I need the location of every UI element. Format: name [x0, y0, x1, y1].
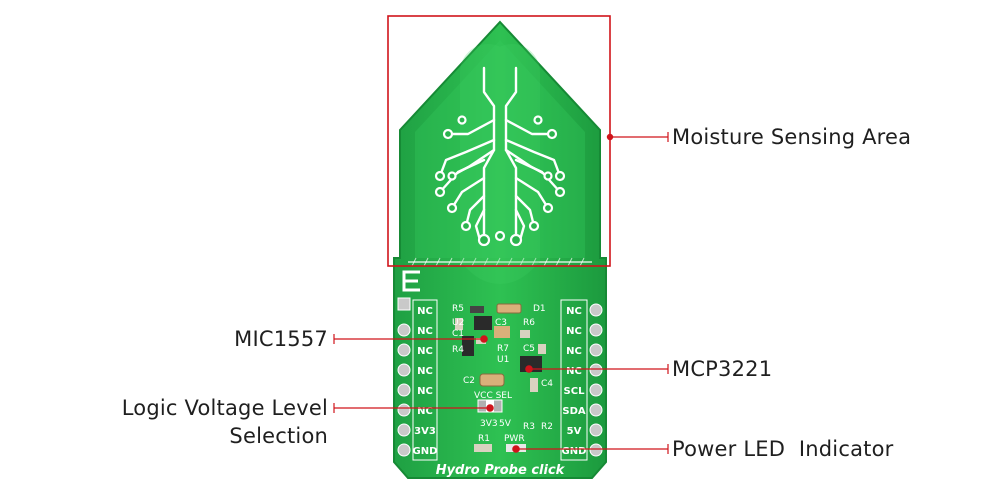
left-header-pads: [397, 297, 411, 457]
right-pin-label: SDA: [562, 406, 586, 417]
designator-label: D1: [533, 304, 546, 314]
right-pin-label: NC: [566, 306, 582, 317]
leader-lines: [333, 132, 669, 454]
callout-mic1557: MIC1557: [234, 327, 328, 351]
designator-label: C5: [523, 344, 535, 354]
mikroe-logo-icon: [402, 270, 420, 292]
designator-label: C3: [495, 318, 507, 328]
designator-label: R3: [523, 422, 535, 432]
designator-label: U1: [497, 355, 509, 365]
designator-label: R4: [452, 345, 464, 355]
designator-label: 5V: [499, 419, 512, 429]
left-pin-label: NC: [417, 306, 433, 317]
designator-label: R5: [452, 304, 464, 314]
left-pin-label: NC: [417, 386, 433, 397]
callout-moisture-sensing-area: Moisture Sensing Area: [672, 125, 912, 149]
designator-label: C1: [452, 329, 464, 339]
designator-label: C4: [541, 379, 553, 389]
right-pin-label: NC: [566, 326, 582, 337]
callout-mcp3221: MCP3221: [672, 357, 773, 381]
designator-label: R6: [523, 318, 535, 328]
designator-label: VCC SEL: [474, 391, 512, 401]
moisture-area-highlight: [387, 15, 611, 267]
right-pin-label: SCL: [564, 386, 586, 397]
designator-label: 3V3: [480, 419, 498, 429]
callout-power-led-indicator: Power LED Indicator: [672, 437, 894, 461]
left-pin-label: NC: [417, 406, 433, 417]
left-pin-labels: NC NC NC NC NC NC 3V3 GND: [412, 299, 438, 461]
components: [455, 303, 546, 452]
designator-label: R2: [541, 422, 553, 432]
board-name: Hydro Probe click: [436, 463, 566, 478]
designator-label: U2: [452, 318, 464, 328]
right-pin-label: NC: [566, 346, 582, 357]
left-pin-label: NC: [417, 326, 433, 337]
right-pin-label: GND: [562, 446, 587, 457]
right-header-pads: [589, 303, 603, 457]
left-pin-label: NC: [417, 346, 433, 357]
designator-label: R1: [478, 434, 490, 444]
left-pin-label: 3V3: [414, 426, 436, 437]
designators: R5 D1 U2 C3 R6 C1 R4 R7 C5 U1 C2 C4 VCC …: [452, 304, 553, 444]
right-pin-labels: NC NC NC NC SCL SDA 5V GND: [560, 299, 588, 461]
callout-logic-voltage-line2: Selection: [229, 424, 328, 448]
designator-label: PWR: [504, 434, 525, 444]
left-pin-label: GND: [413, 446, 438, 457]
designator-label: R7: [497, 344, 509, 354]
left-pin-label: NC: [417, 366, 433, 377]
callout-logic-voltage-line1: Logic Voltage Level: [121, 396, 328, 420]
sensor-pads: [434, 115, 566, 247]
right-pin-label: 5V: [567, 426, 582, 437]
designator-label: C2: [463, 376, 475, 386]
right-pin-label: NC: [566, 366, 582, 377]
sensor-traces: [438, 66, 562, 242]
